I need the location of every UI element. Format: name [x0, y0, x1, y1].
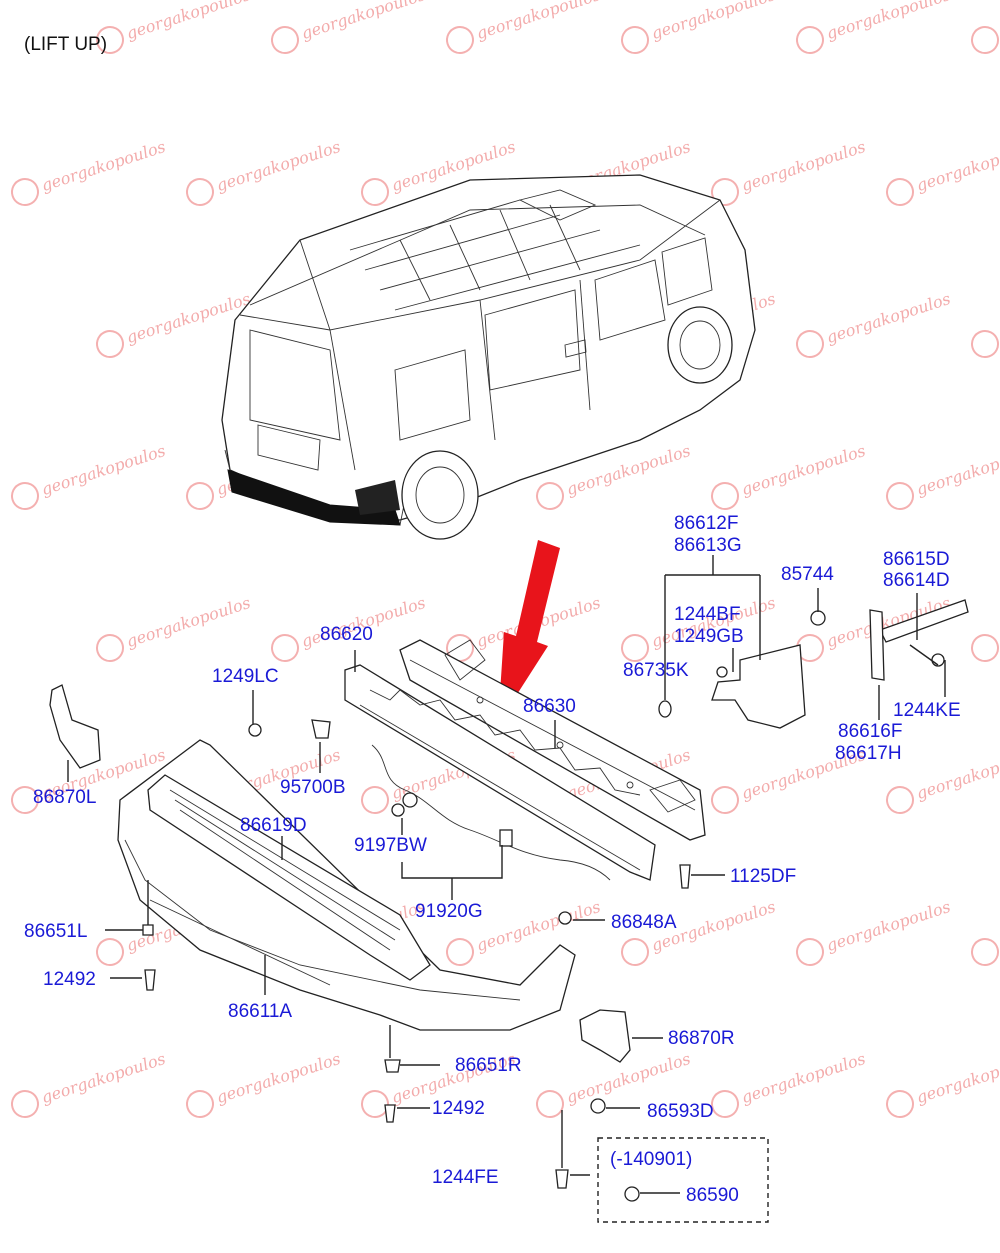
label-86615d: 86615D	[883, 549, 950, 570]
part-86616f-bracket	[869, 609, 885, 681]
svg-text:georgakopoulos: georgakopoulos	[214, 137, 343, 195]
svg-text:georgakopoulos: georgakopoulos	[824, 289, 953, 347]
svg-text:georgakopoulos: georgakopoulos	[124, 593, 253, 651]
watermark-logo: georgakopoulos	[796, 0, 953, 54]
label-86651l: 86651L	[24, 921, 87, 942]
watermark-logo: georgakopoulos	[886, 1049, 1000, 1118]
svg-text:georgakopoulos: georgakopoulos	[39, 137, 168, 195]
svg-text:georgakopoulos: georgakopoulos	[824, 0, 953, 43]
label-140901: (-140901)	[610, 1149, 692, 1170]
watermark-logo: georgakopoulos	[711, 137, 868, 206]
label-86848a: 86848A	[611, 912, 677, 933]
van-illustration	[221, 174, 756, 540]
watermark-logo: georgakopoulos	[96, 593, 253, 662]
watermark-logo: georgakopoulos	[96, 0, 253, 54]
svg-text:georgakopoulos: georgakopoulos	[474, 897, 603, 955]
label-1244ke: 1244KE	[893, 700, 961, 721]
watermark-logo: georgakopoulos	[186, 1049, 343, 1118]
svg-text:georgakopoulos: georgakopoulos	[299, 0, 428, 43]
svg-text:georgakopoulos: georgakopoulos	[564, 1049, 693, 1107]
watermark-logo: georgakopoulos	[971, 897, 1000, 966]
part-86870r-mud-guard	[579, 1009, 631, 1063]
svg-text:georgakopoulos: georgakopoulos	[914, 1049, 1000, 1107]
watermark-logo: georgakopoulos	[971, 0, 1000, 54]
label-85744: 85744	[781, 564, 834, 585]
label-86590: 86590	[686, 1185, 739, 1206]
label-12492-left: 12492	[43, 969, 96, 990]
svg-text:georgakopoulos: georgakopoulos	[739, 1049, 868, 1107]
watermark-logo: georgakopoulos	[11, 441, 168, 510]
watermark-logo: georgakopoulos	[271, 0, 428, 55]
part-86870l-mud-guard	[49, 684, 101, 769]
part-86612f-bracket	[711, 644, 806, 729]
watermark-logo: georgakopoulos	[711, 1049, 868, 1118]
watermark-logo: georgakopoulos	[796, 897, 953, 966]
label-86593d: 86593D	[647, 1101, 714, 1122]
watermark-logo: georgakopoulos	[621, 0, 778, 54]
part-86615d-bracket	[879, 599, 969, 643]
label-86612f: 86612F	[674, 513, 738, 534]
watermark-logo: georgakopoulos	[11, 137, 168, 206]
label-86620: 86620	[320, 624, 373, 645]
label-86613g: 86613G	[674, 535, 742, 556]
watermark-logo: georgakopoulos	[711, 441, 868, 510]
watermark-logo: georgakopoulos	[971, 593, 1000, 662]
svg-text:georgakopoulos: georgakopoulos	[739, 137, 868, 195]
svg-text:georgakopoulos: georgakopoulos	[914, 441, 1000, 499]
svg-text:georgakopoulos: georgakopoulos	[474, 0, 603, 43]
label-1249gb: 1249GB	[674, 626, 744, 647]
svg-text:georgakopoulos: georgakopoulos	[739, 441, 868, 499]
svg-text:georgakopoulos: georgakopoulos	[124, 0, 253, 43]
watermark-logo: georgakopoulos	[886, 137, 1000, 206]
watermark-logo: georgakopoulos	[11, 1049, 168, 1118]
label-86619d: 86619D	[240, 815, 307, 836]
label-12492-bottom: 12492	[432, 1098, 485, 1119]
label-86651r: 86651R	[455, 1055, 522, 1076]
part-labels: 86612F 86613G 85744 86615D 86614D 1244BF…	[24, 513, 961, 1206]
label-86870r: 86870R	[668, 1028, 735, 1049]
label-86735k: 86735K	[623, 660, 689, 681]
svg-text:georgakopoulos: georgakopoulos	[214, 1049, 343, 1107]
svg-text:georgakopoulos: georgakopoulos	[914, 745, 1000, 803]
fasteners	[142, 610, 945, 1202]
part-91920g-wiring	[371, 744, 611, 881]
label-1244bf: 1244BF	[674, 604, 741, 625]
svg-text:georgakopoulos: georgakopoulos	[39, 1049, 168, 1107]
svg-text:georgakopoulos: georgakopoulos	[39, 441, 168, 499]
label-95700b: 95700B	[280, 777, 346, 798]
watermark-logo: georgakopoulos	[886, 441, 1000, 510]
label-86614d: 86614D	[883, 570, 950, 591]
leader-lines	[67, 555, 946, 1223]
red-arrow-indicator	[498, 540, 560, 724]
label-91920g: 91920G	[415, 901, 483, 922]
label-1125df: 1125DF	[730, 866, 796, 887]
label-9197bw: 9197BW	[354, 835, 427, 856]
part-86619d-step-pad	[147, 774, 431, 981]
svg-text:georgakopoulos: georgakopoulos	[824, 897, 953, 955]
watermark-logo: georgakopoulos	[971, 289, 1000, 358]
svg-text:georgakopoulos: georgakopoulos	[649, 0, 778, 43]
watermark-logo: georgakopoulos	[446, 0, 603, 54]
label-86617h: 86617H	[835, 743, 902, 764]
label-86611a: 86611A	[228, 1001, 292, 1022]
watermark-layer: georgakopoulos georgakopoulos georgakopoul…	[11, 0, 1000, 1118]
part-86620-absorber	[344, 664, 656, 881]
label-86870l: 86870L	[33, 787, 96, 808]
watermark-logo: georgakopoulos	[186, 137, 343, 206]
label-1249lc: 1249LC	[212, 666, 279, 687]
header-note: (LIFT UP)	[24, 34, 107, 55]
watermark-logo: georgakopoulos	[796, 289, 953, 358]
label-86630: 86630	[523, 696, 576, 717]
svg-text:georgakopoulos: georgakopoulos	[914, 137, 1000, 195]
watermark-logo: georgakopoulos	[96, 289, 253, 358]
label-1244fe: 1244FE	[432, 1167, 499, 1188]
part-86630-reinforcement	[399, 639, 706, 841]
label-86616f: 86616F	[838, 721, 902, 742]
